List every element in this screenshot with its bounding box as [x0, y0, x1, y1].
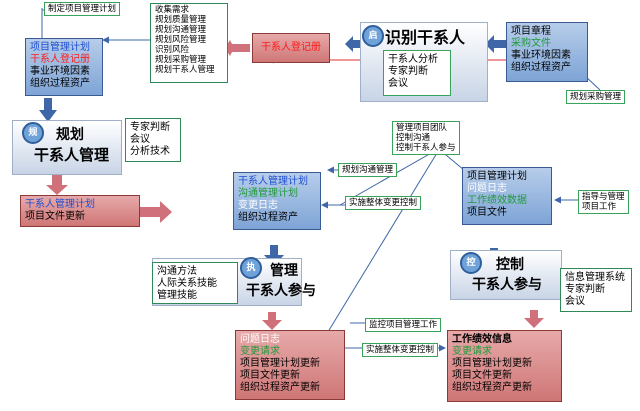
manage-inputs-box: 干系人管理计划 沟通管理计划 变更日志 组织过程资产 — [233, 172, 321, 230]
note-plan-communications: 规划沟通管理 — [338, 163, 398, 177]
control-title-1: 控制 — [496, 257, 524, 273]
register-label: 干系人登记册 — [261, 42, 321, 53]
planning-badge: 规 — [22, 122, 44, 144]
input-line: 事业环境因素 — [511, 50, 571, 61]
identify-title: 识别干系人 — [385, 28, 466, 47]
list-item: 规划干系人管理 — [155, 65, 215, 75]
input-line: 项目章程 — [511, 26, 551, 37]
identify-inputs-box: 项目章程 采购文件 事业环境因素 组织过程资产 — [506, 22, 588, 82]
input-line: 问题日志 — [467, 183, 507, 194]
control-tools-box: 信息管理系统 专家判断 会议 — [560, 268, 632, 312]
plan-tools-box: 专家判断 会议 分析技术 — [125, 118, 181, 162]
tool-item: 干系人分析 — [388, 54, 438, 65]
output-title: 工作绩效信息 — [452, 334, 512, 345]
note-control-team: 管理项目团队 控制沟通 控制干系人参与 — [392, 121, 460, 155]
executing-badge: 执 — [240, 257, 262, 279]
list-item: 规划采购管理 — [155, 55, 207, 65]
input-line: 干系人管理计划 — [238, 176, 308, 187]
tool-item: 人际关系技能 — [157, 278, 217, 289]
output-line: 项目文件更新 — [452, 370, 512, 381]
manage-title-2: 干系人参与 — [246, 283, 316, 299]
initiating-badge: 启 — [362, 25, 384, 47]
input-line: 组织过程资产 — [30, 78, 90, 89]
output-line: 变更请求 — [452, 346, 492, 357]
output-line: 项目管理计划更新 — [240, 358, 320, 369]
plan-output-box: 干系人管理计划 项目文件更新 — [20, 195, 140, 227]
plan-title-1: 规划 — [56, 127, 84, 143]
tool-item: 信息管理系统 — [565, 272, 625, 283]
note-direct-manage-work: 指导与管理 项目工作 — [578, 190, 629, 214]
control-title-2: 干系人参与 — [472, 277, 542, 293]
manage-output-box: 问题日志 变更请求 项目管理计划更新 项目文件更新 组织过程资产更新 — [235, 330, 345, 400]
note-monitor-control-work: 监控项目管理工作 — [365, 318, 442, 332]
monitoring-badge: 控 — [460, 252, 482, 274]
output-line: 组织过程资产更新 — [240, 382, 320, 393]
output-line: 变更请求 — [240, 346, 280, 357]
manage-title-1: 管理 — [270, 263, 298, 279]
list-item: 规划风险管理 — [155, 35, 207, 45]
list-item: 规划沟通管理 — [155, 25, 207, 35]
input-line: 项目管理计划 — [30, 42, 90, 53]
input-line: 组织过程资产 — [511, 62, 571, 73]
list-item: 识别风险 — [155, 45, 190, 55]
output-line: 项目文件更新 — [25, 211, 85, 222]
stakeholder-register-box: 干系人登记册 — [252, 33, 330, 63]
input-process-list: 收集需求 规划质量管理 规划沟通管理 规划风险管理 识别风险 规划采购管理 规划… — [150, 3, 228, 83]
input-line: 工作绩效数据 — [467, 195, 527, 206]
output-line: 项目管理计划更新 — [452, 358, 532, 369]
note-plan-procurement: 规划采购管理 — [566, 90, 626, 104]
input-line: 干系人登记册 — [30, 54, 90, 65]
plan-inputs-box: 项目管理计划 干系人登记册 事业环境因素 组织过程资产 — [25, 38, 103, 96]
output-line: 组织过程资产更新 — [452, 382, 532, 393]
input-line: 项目文件 — [467, 207, 507, 218]
identify-tools-box: 干系人分析 专家判断 会议 — [383, 50, 451, 96]
tool-item: 会议 — [388, 78, 408, 89]
input-line: 组织过程资产 — [238, 212, 298, 223]
tool-item: 沟通方法 — [157, 266, 197, 277]
input-line: 变更日志 — [238, 200, 278, 211]
plan-title-2: 干系人管理 — [34, 146, 110, 164]
note-develop-plan: 制定项目管理计划 — [44, 2, 121, 16]
output-line: 干系人管理计划 — [25, 199, 95, 210]
list-item: 收集需求 — [155, 5, 190, 15]
input-line: 采购文件 — [511, 38, 551, 49]
input-line: 项目管理计划 — [467, 171, 527, 182]
tool-item: 会议 — [565, 296, 585, 307]
tool-item: 专家判断 — [130, 122, 170, 133]
input-line: 事业环境因素 — [30, 66, 90, 77]
tool-item: 会议 — [130, 134, 150, 145]
tool-item: 专家判断 — [565, 284, 605, 295]
tool-item: 分析技术 — [130, 146, 170, 157]
note-integrated-change-control-2: 实施整体变更控制 — [362, 343, 439, 357]
tool-item: 管理技能 — [157, 290, 197, 301]
manage-tools-box: 沟通方法 人际关系技能 管理技能 — [152, 262, 238, 304]
control-output-box: 工作绩效信息 变更请求 项目管理计划更新 项目文件更新 组织过程资产更新 — [447, 330, 562, 402]
input-line: 沟通管理计划 — [238, 188, 298, 199]
output-line: 问题日志 — [240, 334, 280, 345]
control-inputs-box: 项目管理计划 问题日志 工作绩效数据 项目文件 — [462, 167, 552, 225]
tool-item: 专家判断 — [388, 66, 428, 77]
note-integrated-change-control: 实施整体变更控制 — [345, 196, 422, 210]
list-item: 规划质量管理 — [155, 15, 207, 25]
output-line: 项目文件更新 — [240, 370, 300, 381]
